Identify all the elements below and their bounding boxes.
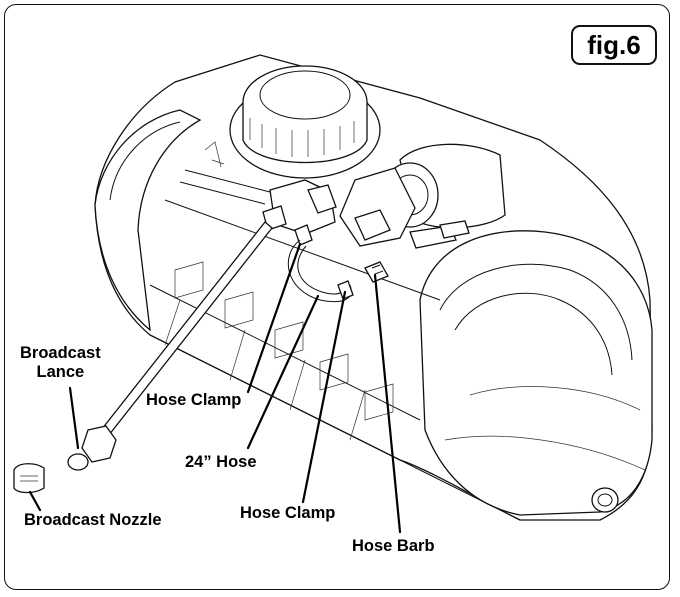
callout-broadcast-lance: Broadcast Lance (20, 344, 101, 381)
lance-fitting (81, 425, 117, 463)
leader-broadcast-nozzle (28, 490, 42, 512)
leader-hose-clamp-lower (301, 290, 347, 504)
callout-hose-clamp-upper: Hose Clamp (146, 391, 242, 409)
callout-hose-barb: Hose Barb (352, 537, 435, 555)
callout-hose-clamp-lower: Hose Clamp (240, 504, 336, 522)
lower-hose-clamp (337, 280, 354, 300)
leader-24-hose (246, 294, 320, 450)
leader-hose-barb (373, 273, 402, 534)
leader-broadcast-lance (68, 386, 80, 450)
leader-hose-clamp-upper (246, 242, 302, 394)
tank-right-end (419, 230, 653, 516)
callout-broadcast-nozzle: Broadcast Nozzle (24, 511, 162, 529)
broadcast-nozzle (13, 463, 45, 494)
drain-cap (591, 487, 619, 513)
hose-barb (364, 261, 389, 283)
figure-number-badge: fig.6 (571, 25, 657, 65)
callout-24-hose: 24” Hose (185, 453, 257, 471)
figure-frame (4, 4, 670, 590)
